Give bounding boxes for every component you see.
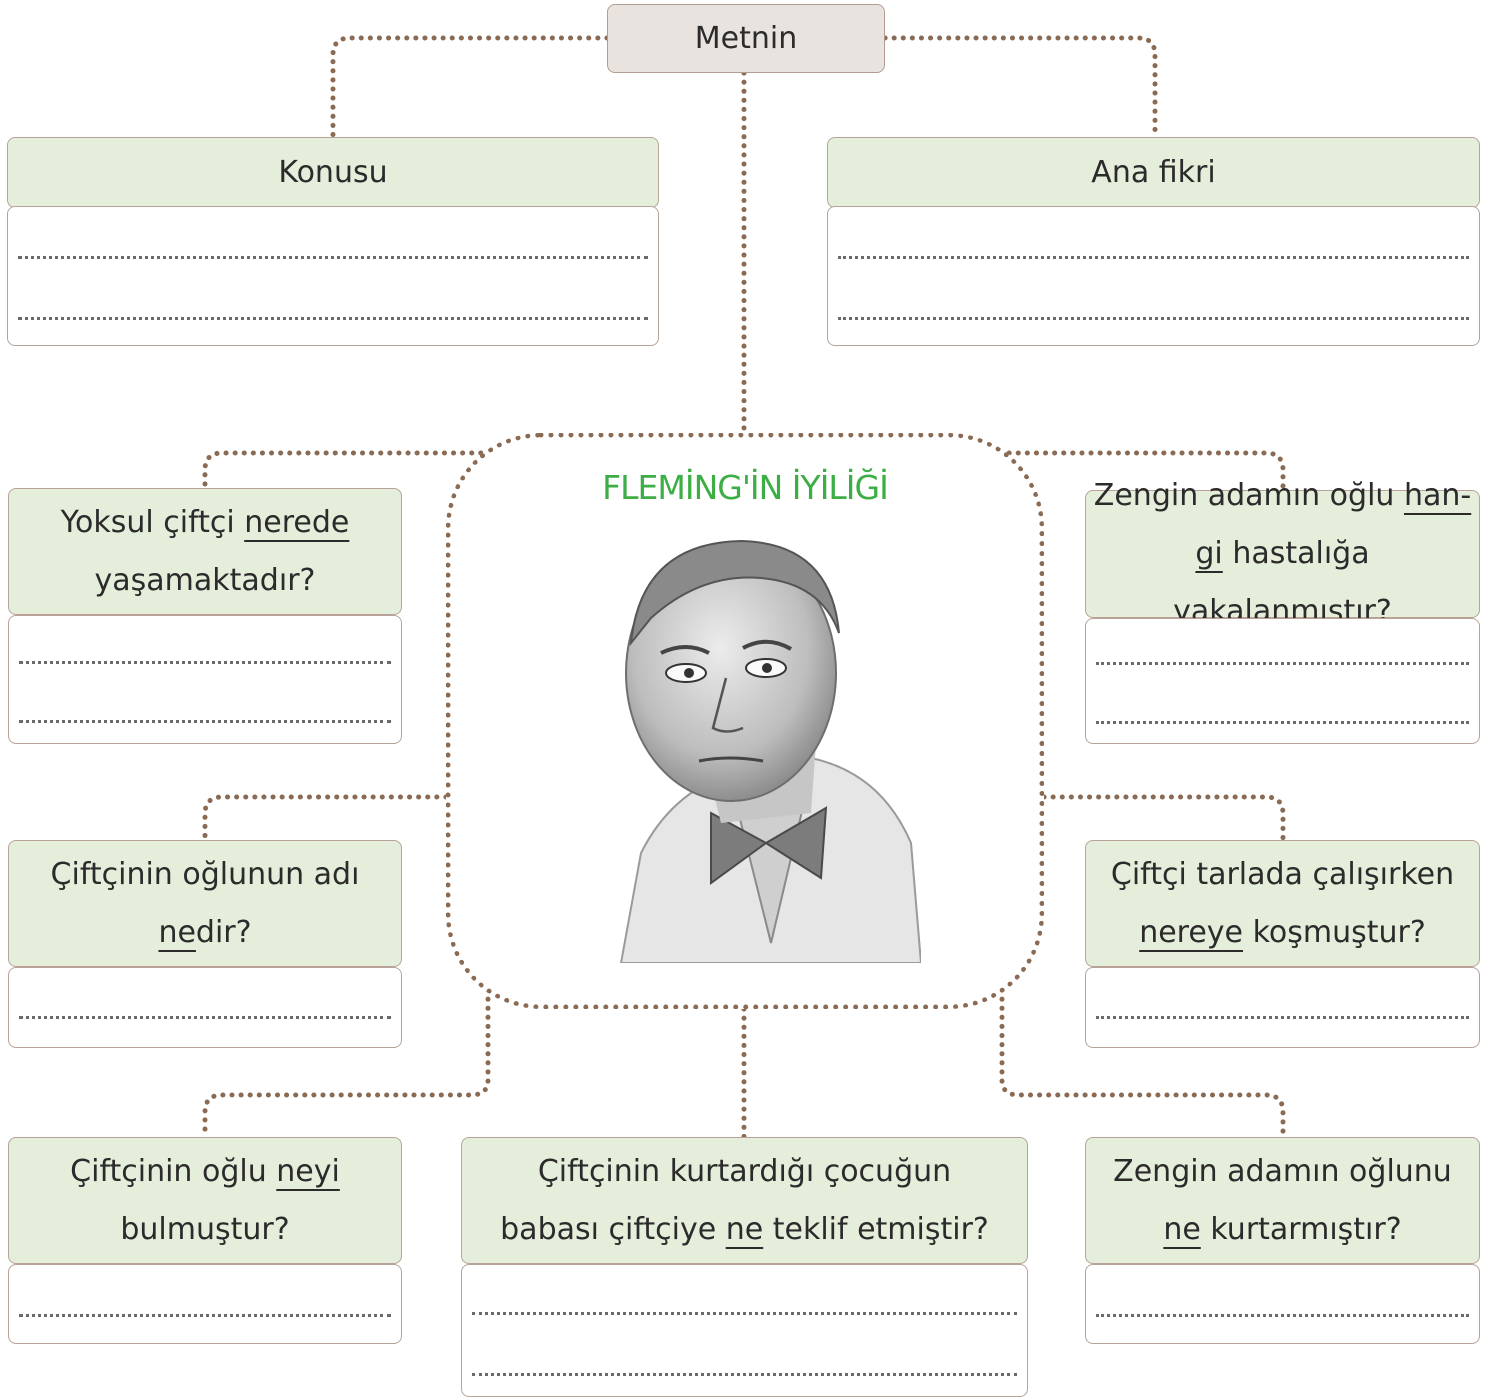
- portrait-image: [619, 539, 921, 963]
- root-node-metnin: Metnin: [607, 4, 885, 73]
- question-box-6: Çiftçinin kurtardığı çocuğun babası çift…: [461, 1137, 1028, 1397]
- question-header-4: Çiftçi tarlada çalışırken nereye koşmuşt…: [1085, 840, 1480, 967]
- main-idea-label: Ana fikri: [1091, 154, 1216, 190]
- answer-line[interactable]: [18, 256, 648, 259]
- answer-area-2[interactable]: [1085, 618, 1480, 744]
- answer-line[interactable]: [19, 661, 391, 664]
- question-header-3: Çiftçinin oğlunun adı nedir?: [8, 840, 402, 967]
- answer-area-3[interactable]: [8, 967, 402, 1048]
- answer-line[interactable]: [1096, 662, 1469, 665]
- answer-area-4[interactable]: [1085, 967, 1480, 1048]
- question-box-3: Çiftçinin oğlunun adı nedir?: [8, 840, 402, 1048]
- question-header-1: Yoksul çiftçi nerede yaşamaktadır?: [8, 488, 402, 615]
- story-center-frame: FLEMİNG'İN İYİLİĞİ: [446, 433, 1044, 1009]
- question-text: dir?: [195, 914, 252, 950]
- question-text: yaşamaktadır?: [94, 562, 316, 598]
- question-header-6: Çiftçinin kurtardığı çocuğun babası çift…: [461, 1137, 1028, 1264]
- question-keyword: ne: [1163, 1211, 1201, 1247]
- question-text: babası çiftçiye: [500, 1211, 726, 1247]
- topic-box: Konusu: [7, 137, 659, 346]
- question-header-7: Zengin adamın oğlunu ne kurtarmıştır?: [1085, 1137, 1480, 1264]
- question-text: teklif etmiştir?: [763, 1211, 989, 1247]
- question-text: Çiftçinin kurtardığı çocuğun: [537, 1153, 952, 1189]
- topic-header: Konusu: [7, 137, 659, 208]
- answer-line[interactable]: [19, 720, 391, 723]
- question-box-2: Zengin adamın oğlu han- gi hastalığa yak…: [1085, 478, 1480, 744]
- main-idea-answer-area[interactable]: [827, 206, 1480, 346]
- main-idea-header: Ana fikri: [827, 137, 1480, 208]
- answer-line[interactable]: [1096, 1016, 1469, 1019]
- topic-answer-area[interactable]: [7, 206, 659, 346]
- question-text: Zengin adamın oğlunu: [1113, 1153, 1452, 1189]
- answer-line[interactable]: [1096, 721, 1469, 724]
- question-box-4: Çiftçi tarlada çalışırken nereye koşmuşt…: [1085, 840, 1480, 1048]
- main-idea-box: Ana fikri: [827, 137, 1480, 346]
- answer-line[interactable]: [19, 1314, 391, 1317]
- question-keyword: nereye: [1139, 914, 1244, 950]
- answer-line[interactable]: [18, 317, 648, 320]
- answer-area-7[interactable]: [1085, 1264, 1480, 1344]
- question-text: Çiftçi tarlada çalışırken: [1110, 856, 1455, 892]
- question-header-5: Çiftçinin oğlu neyi bulmuştur?: [8, 1137, 402, 1264]
- answer-area-1[interactable]: [8, 615, 402, 744]
- answer-area-6[interactable]: [461, 1264, 1028, 1397]
- question-header-2: Zengin adamın oğlu han- gi hastalığa yak…: [1085, 478, 1480, 629]
- question-box-7: Zengin adamın oğlunu ne kurtarmıştır?: [1085, 1137, 1480, 1344]
- answer-line[interactable]: [472, 1373, 1017, 1376]
- question-text: Çiftçinin oğlunun adı: [50, 856, 360, 892]
- question-keyword: han-: [1403, 478, 1472, 513]
- question-keyword: nerede: [244, 504, 350, 540]
- answer-line[interactable]: [838, 256, 1469, 259]
- question-text: bulmuştur?: [120, 1211, 290, 1247]
- answer-line[interactable]: [1096, 1314, 1469, 1317]
- question-text: Yoksul çiftçi: [60, 504, 245, 540]
- answer-line[interactable]: [838, 317, 1469, 320]
- question-text: kurtarmıştır?: [1200, 1211, 1402, 1247]
- answer-area-5[interactable]: [8, 1264, 402, 1344]
- root-label: Metnin: [694, 21, 798, 56]
- story-title: FLEMİNG'İN İYİLİĞİ: [602, 468, 889, 507]
- question-box-1: Yoksul çiftçi nerede yaşamaktadır?: [8, 488, 402, 744]
- topic-label: Konusu: [278, 154, 388, 190]
- answer-line[interactable]: [19, 1016, 391, 1019]
- question-keyword: gi: [1195, 536, 1223, 571]
- question-keyword: ne: [158, 914, 196, 950]
- question-text: Zengin adamın oğlu: [1093, 478, 1404, 513]
- answer-line[interactable]: [472, 1312, 1017, 1315]
- question-box-5: Çiftçinin oğlu neyi bulmuştur?: [8, 1137, 402, 1344]
- question-keyword: neyi: [276, 1153, 340, 1189]
- question-text: Çiftçinin oğlu: [70, 1153, 277, 1189]
- question-text: koşmuştur?: [1243, 914, 1426, 950]
- question-keyword: ne: [725, 1211, 764, 1247]
